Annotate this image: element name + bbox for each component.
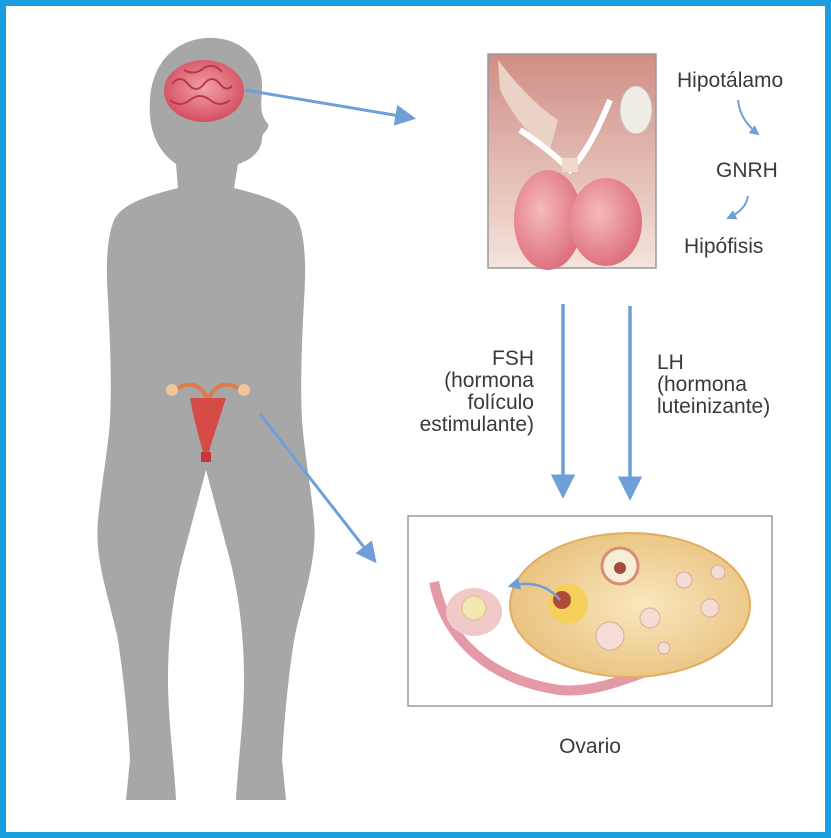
ovary-illustration	[408, 516, 772, 706]
brain-icon	[164, 60, 244, 122]
label-hipotalamo: Hipotálamo	[677, 70, 783, 92]
hypothalamus-pituitary-illustration	[488, 54, 656, 270]
label-lh: LH (hormona luteinizante)	[657, 352, 770, 418]
label-fsh-line3: folículo	[372, 392, 534, 414]
label-gnrh: GNRH	[716, 160, 778, 182]
label-hipofisis: Hipófisis	[684, 236, 763, 258]
label-lh-line1: LH	[657, 352, 770, 374]
label-fsh-line1: FSH	[372, 348, 534, 370]
brain-to-pituitary-arrow	[245, 90, 412, 118]
label-lh-line3: luteinizante)	[657, 396, 770, 418]
label-lh-line2: (hormona	[657, 374, 770, 396]
hipotalamo-to-gnrh-arrow	[738, 100, 758, 134]
label-fsh-line4: estimulante)	[372, 414, 534, 436]
label-fsh: FSH (hormona folículo estimulante)	[372, 348, 534, 436]
label-ovario: Ovario	[540, 736, 640, 758]
gnrh-to-hipofisis-arrow	[728, 196, 748, 218]
label-fsh-line2: (hormona	[372, 370, 534, 392]
